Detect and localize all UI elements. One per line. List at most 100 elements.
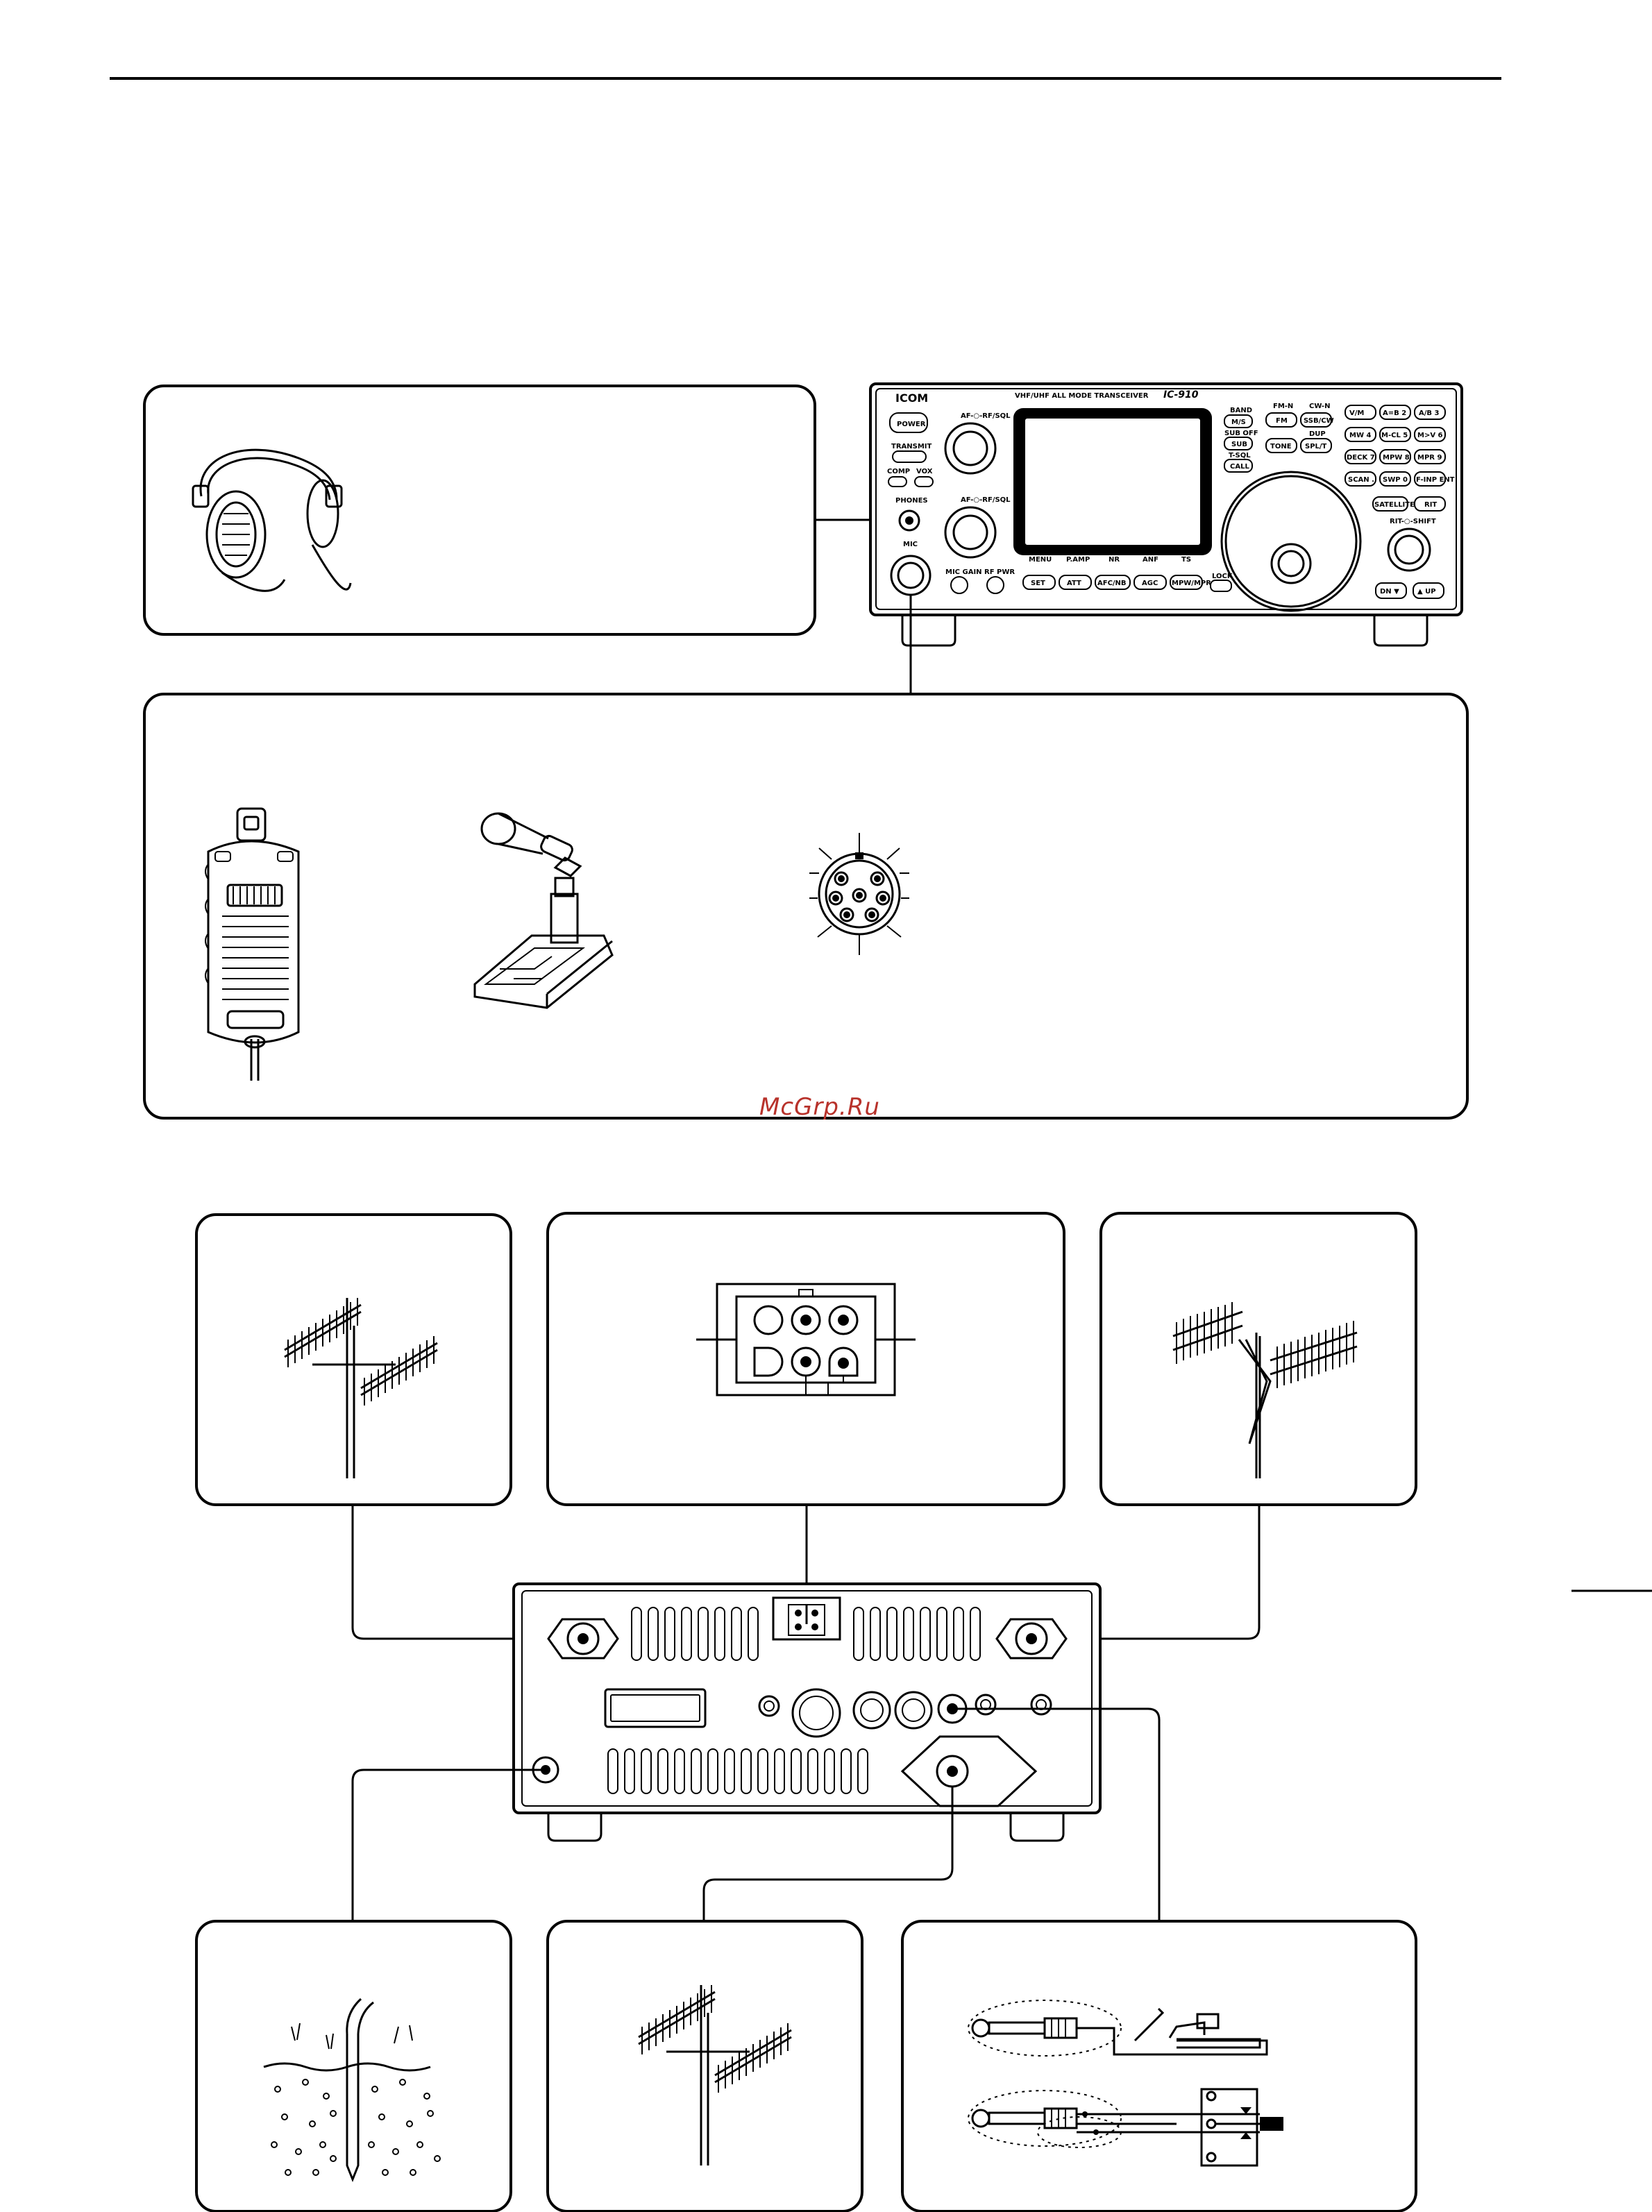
data-socket-2[interactable] [894, 1691, 933, 1730]
phones-panel [143, 385, 816, 636]
main-dial[interactable] [1220, 471, 1362, 612]
svg-text:ATT: ATT [1067, 580, 1081, 587]
svg-text:MIC: MIC [903, 541, 918, 548]
set-button[interactable] [1022, 575, 1056, 590]
svg-text:MW 4: MW 4 [1349, 432, 1371, 439]
brand-logo: ICOM [895, 391, 928, 405]
sub-af-knob[interactable] [944, 506, 997, 559]
svg-text:NR: NR [1109, 556, 1120, 564]
yagi-antenna-icon-3 [638, 1985, 792, 2165]
svg-text:T-SQL: T-SQL [1229, 452, 1251, 459]
mpw-mpr-button[interactable] [1170, 575, 1203, 590]
ms-button[interactable] [1224, 414, 1253, 428]
svg-text:MPR 9: MPR 9 [1417, 454, 1442, 462]
key-5[interactable] [1379, 427, 1411, 442]
svg-text:▲ UP: ▲ UP [1417, 588, 1436, 596]
dc-power-connector-icon [696, 1283, 916, 1396]
svg-text:POWER: POWER [897, 421, 926, 428]
svg-text:SSB/CW: SSB/CW [1304, 417, 1334, 425]
key-dot[interactable] [1345, 471, 1376, 487]
tagline: VHF/UHF ALL MODE TRANSCEIVER [1015, 392, 1149, 400]
svg-text:TRANSMIT: TRANSMIT [891, 443, 932, 450]
svg-text:SUB: SUB [1231, 441, 1247, 448]
svg-text:LOCK: LOCK [1212, 573, 1233, 580]
svg-text:FM-N: FM-N [1273, 403, 1293, 410]
rf-pwr-knob[interactable] [986, 576, 1004, 594]
svg-text:P.AMP: P.AMP [1066, 556, 1090, 564]
key-3[interactable] [1414, 405, 1446, 420]
mic-gain-knob[interactable] [950, 576, 968, 594]
svg-text:CALL: CALL [1230, 463, 1249, 471]
satellite-button[interactable] [1372, 496, 1408, 512]
rit-button[interactable] [1414, 496, 1446, 512]
afc-nb-button[interactable] [1095, 575, 1131, 590]
rit-shift-knob[interactable] [1387, 527, 1431, 572]
watermark: McGrp.Ru [759, 1093, 880, 1121]
spl-t-button[interactable] [1300, 438, 1332, 453]
svg-text:SET: SET [1031, 580, 1045, 587]
svg-text:DN ▼: DN ▼ [1380, 588, 1399, 596]
down-button[interactable] [1375, 582, 1407, 599]
key-2[interactable] [1379, 405, 1411, 420]
model-name: IC-910 [1163, 389, 1199, 400]
transceiver-front: ICOM VHF/UHF ALL MODE TRANSCEIVER IC-910… [869, 382, 1463, 647]
up-button[interactable] [1413, 582, 1444, 599]
svg-text:A=B 2: A=B 2 [1383, 410, 1406, 417]
agc-button[interactable] [1133, 575, 1167, 590]
yagi-antenna-icon-2 [1172, 1302, 1358, 1478]
svg-text:AF-○-RF/SQL: AF-○-RF/SQL [961, 496, 1011, 504]
fm-button[interactable] [1265, 412, 1297, 428]
svg-text:M>V 6: M>V 6 [1417, 432, 1443, 439]
tone-button[interactable] [1265, 438, 1297, 453]
hand-microphone-icon [205, 807, 300, 1081]
svg-text:A/B 3: A/B 3 [1419, 410, 1439, 417]
ant2-connector[interactable] [995, 1618, 1068, 1660]
ant3-connector[interactable] [900, 1735, 1038, 1807]
transmit-button[interactable] [892, 450, 927, 463]
key-9[interactable] [1414, 449, 1446, 464]
vox-button[interactable] [914, 476, 934, 487]
acc-socket[interactable] [791, 1688, 841, 1738]
ssb-cw-button[interactable] [1300, 412, 1332, 428]
ground-panel [195, 1920, 512, 2212]
key-enter[interactable] [1414, 471, 1446, 487]
headphones-icon [192, 448, 352, 592]
svg-text:RF PWR: RF PWR [984, 568, 1015, 576]
transceiver-rear [512, 1582, 1102, 1842]
keypad: V/M A=B 2 A/B 3 MW 4 M-CL 5 M>V 6 DECK 7… [1345, 405, 1455, 487]
att-button[interactable] [1059, 575, 1092, 590]
svg-text:PHONES: PHONES [895, 497, 928, 505]
cw-key-panel [901, 1920, 1417, 2212]
svg-text:AGC: AGC [1142, 580, 1158, 587]
key-8[interactable] [1379, 449, 1411, 464]
data-socket-1[interactable] [852, 1691, 891, 1730]
key-4[interactable] [1345, 427, 1376, 442]
dc-power-socket[interactable] [772, 1596, 841, 1641]
ground-rod-icon [263, 1998, 441, 2183]
svg-text:ANF: ANF [1143, 556, 1158, 564]
svg-text:MIC GAIN: MIC GAIN [945, 568, 982, 576]
svg-text:SWP 0: SWP 0 [1383, 476, 1408, 484]
power-button[interactable] [889, 412, 928, 433]
phones-jack[interactable] [898, 509, 920, 532]
main-af-knob[interactable] [944, 422, 997, 475]
lcd-display [1024, 417, 1202, 546]
mic-connector-pinout-icon [809, 833, 909, 955]
svg-text:SCAN .: SCAN . [1348, 476, 1374, 484]
comp-button[interactable] [888, 476, 907, 487]
key-0[interactable] [1379, 471, 1411, 487]
yagi-antenna-icon-1 [284, 1298, 438, 1478]
key-7[interactable] [1345, 449, 1376, 464]
key-6[interactable] [1414, 427, 1446, 442]
key-vm[interactable] [1345, 405, 1376, 420]
call-button[interactable] [1224, 459, 1253, 473]
svg-text:MENU: MENU [1029, 556, 1052, 564]
svg-text:SUB OFF: SUB OFF [1224, 430, 1258, 437]
svg-text:COMP: COMP [887, 468, 910, 475]
ant1-connector[interactable] [547, 1618, 619, 1660]
sub-button[interactable] [1224, 437, 1253, 450]
lock-button[interactable] [1210, 580, 1232, 592]
svg-text:RIT-○-SHIFT: RIT-○-SHIFT [1390, 518, 1436, 525]
svg-text:F-INP ENT: F-INP ENT [1416, 476, 1455, 484]
